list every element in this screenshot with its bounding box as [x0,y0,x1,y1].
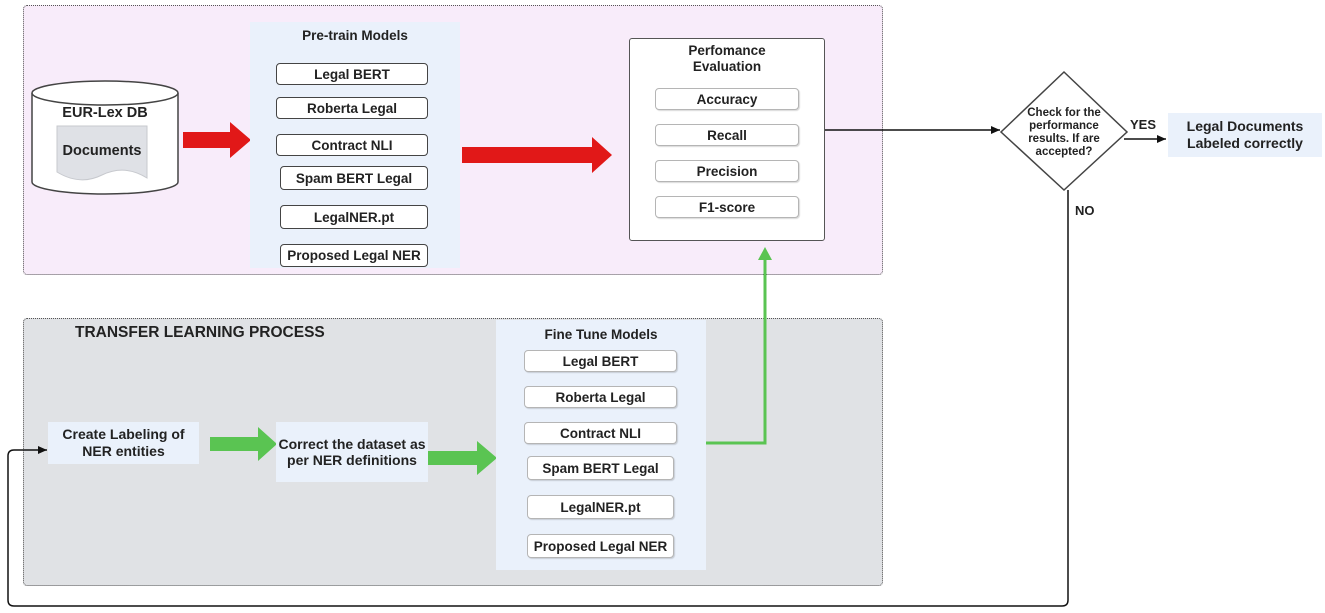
decision-text: Check for the performance results. If ar… [1027,107,1101,158]
line-decision-no-loop [7,190,1069,607]
evaluation-title: Perfomance Evaluation [688,43,766,74]
pretrain-model-legalner-pt: LegalNER.pt [280,205,428,229]
finetune-model-legalner-pt: LegalNER.pt [527,495,674,519]
documents-label: Documents [62,143,142,159]
finetune-model-contract-nli: Contract NLI [524,422,677,444]
transfer-learning-title: TRANSFER LEARNING PROCESS [75,324,325,341]
metric-recall: Recall [655,124,799,146]
red-arrow-pretrain-to-eval [462,137,612,173]
no-label: NO [1075,203,1095,218]
red-arrow-db-to-pretrain [183,122,251,158]
pretrain-model-roberta-legal: Roberta Legal [276,97,428,119]
metric-precision: Precision [655,160,799,182]
yes-label: YES [1130,117,1157,132]
result-box: Legal Documents Labeled correctly [1168,113,1322,157]
finetune-model-proposed-legal-ner: Proposed Legal NER [527,534,674,558]
green-arrow-step2-to-finetune [428,441,497,475]
pretrain-model-contract-nli: Contract NLI [276,134,428,156]
database-cylinder [31,80,179,195]
finetune-title: Fine Tune Models [544,326,658,342]
pretrain-title: Pre-train Models [302,27,408,43]
pretrain-model-proposed-legal-ner: Proposed Legal NER [280,244,428,267]
decision-diamond [999,70,1129,192]
step-create-labeling: Create Labeling of NER entities [48,422,199,464]
green-connector-finetune-to-eval [705,258,767,445]
finetune-model-legal-bert: Legal BERT [524,350,677,372]
finetune-model-spam-bert-legal: Spam BERT Legal [527,456,674,480]
pretrain-model-legal-bert: Legal BERT [276,63,428,85]
metric-f1-score: F1-score [655,196,799,218]
step-correct-dataset: Correct the dataset as per NER definitio… [276,422,428,482]
metric-accuracy: Accuracy [655,88,799,110]
green-arrow-step1-to-step2 [210,427,277,461]
finetune-model-roberta-legal: Roberta Legal [524,386,677,408]
pretrain-model-spam-bert-legal: Spam BERT Legal [280,166,428,190]
green-arrowhead-up [758,247,772,260]
db-title: EUR-Lex DB [62,105,148,121]
